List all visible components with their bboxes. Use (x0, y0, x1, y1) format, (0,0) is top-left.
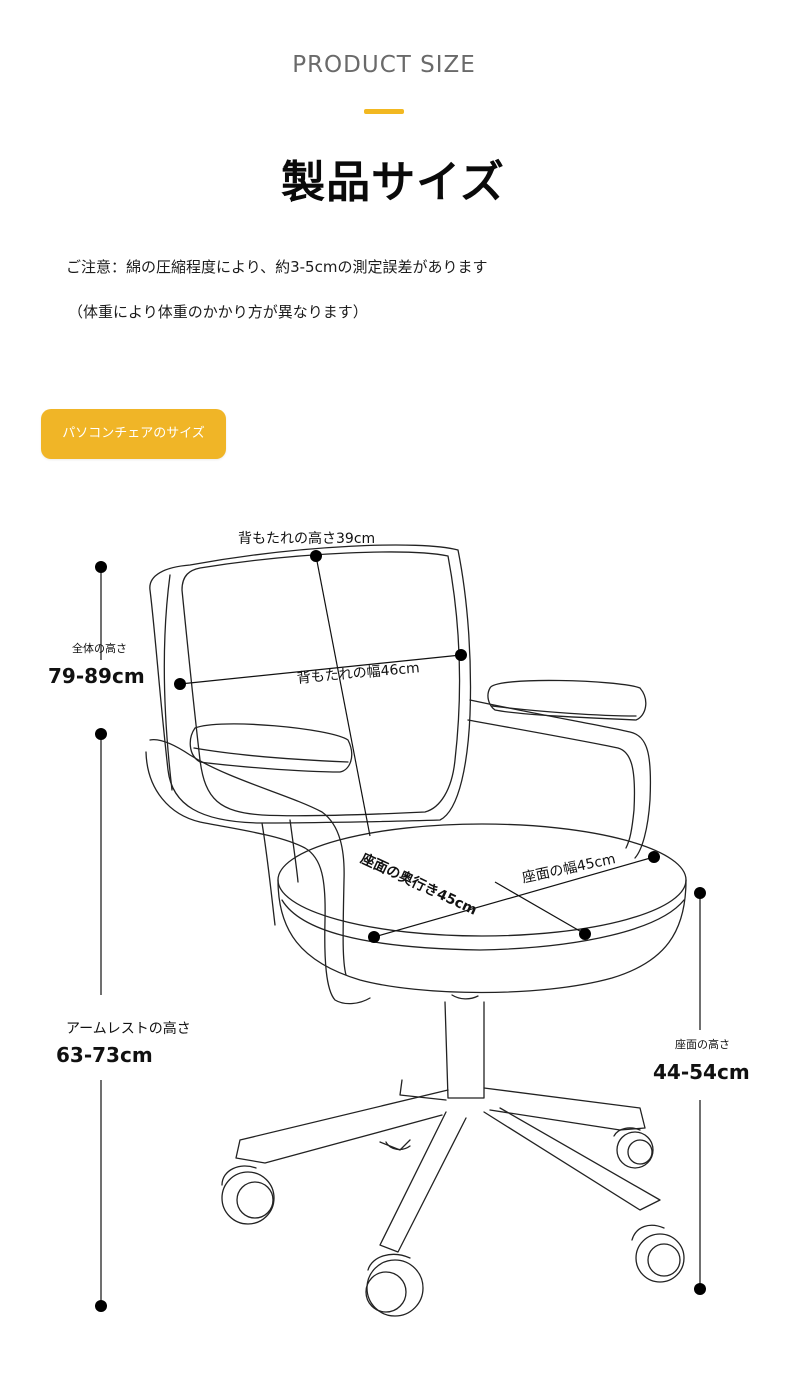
backrest-height-label: 背もたれの高さ39cm (238, 531, 376, 547)
page-title: 製品サイズ (281, 157, 505, 208)
seat-height-label: 座面の高さ (675, 1038, 730, 1051)
section-badge: パソコンチェアのサイズ (41, 409, 226, 459)
seat-height-value: 44-54cm (653, 1060, 750, 1084)
overall-height-value: 79-89cm (48, 664, 145, 688)
armrest-height-value: 63-73cm (56, 1043, 153, 1067)
accent-bar (364, 109, 404, 114)
measurement-note: ご注意：綿の圧縮程度により、約3-5cmの測定誤差があります (66, 258, 488, 276)
eyebrow-text: PRODUCT SIZE (292, 52, 476, 78)
overall-height-label: 全体の高さ (72, 642, 127, 655)
armrest-height-label: アームレストの高さ (66, 1021, 191, 1037)
measure-endpoints (95, 550, 706, 1312)
measure-lines (100, 555, 701, 1305)
chair-outline (145, 544, 687, 1317)
weight-note: （体重により体重のかかり方が異なります） (68, 303, 368, 321)
